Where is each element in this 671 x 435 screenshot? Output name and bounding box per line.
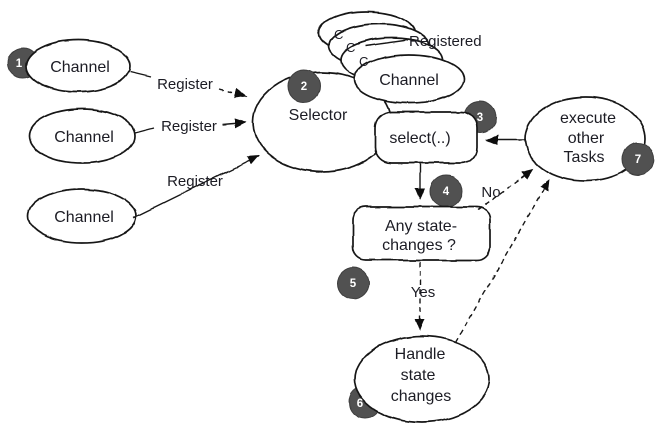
handle-changes-node [354, 335, 490, 423]
channel-2-node [28, 108, 136, 164]
label-layer: Channel Channel Channel Register Registe… [16, 27, 641, 410]
register-1-line [129, 71, 152, 78]
handle-to-execute-arrow [455, 179, 550, 343]
badge-3-number: 3 [477, 112, 483, 124]
register-2-label: Register [161, 118, 217, 135]
state-check-node [352, 206, 491, 261]
badge-4-number: 4 [443, 186, 450, 198]
handle-changes-line3: changes [391, 388, 452, 405]
channel-1-node [25, 39, 131, 93]
yes-label: Yes [411, 284, 435, 301]
execute-tasks-line2: other [568, 130, 605, 147]
badge-6-number: 6 [357, 398, 363, 410]
badge-2-number: 2 [301, 81, 307, 93]
channel-2-label: Channel [54, 129, 114, 146]
stack-partial-c2: C [346, 40, 355, 55]
handle-changes-line1: Handle [395, 346, 446, 363]
selector-label: Selector [289, 107, 348, 124]
registered-pointer-line [364, 39, 409, 47]
badge-5-number: 5 [350, 278, 357, 290]
badge-7-number: 7 [635, 154, 641, 166]
handle-changes-line2: state [401, 367, 436, 384]
state-check-line2: changes ? [382, 237, 456, 254]
register-3-arrow [132, 155, 260, 219]
register-1-label: Register [157, 76, 213, 93]
register-2-arrow [221, 117, 247, 128]
stack-front-label: Channel [379, 72, 439, 89]
no-label: No [481, 184, 500, 201]
registered-stack-ellipse-front [353, 54, 465, 104]
registered-annotation: Registered [409, 33, 482, 50]
state-check-line1: Any state- [385, 218, 457, 235]
register-2-line [134, 127, 155, 134]
execute-tasks-line1: execute [560, 110, 616, 127]
channel-1-label: Channel [50, 59, 110, 76]
stack-partial-c1: C [334, 27, 343, 42]
channel-3-label: Channel [54, 209, 114, 226]
register-3-label: Register [167, 173, 223, 190]
register-1-arrow [218, 88, 247, 99]
no-arrow [477, 168, 534, 211]
select-call-label: select(..) [389, 130, 450, 147]
select-call-node [374, 111, 478, 164]
execute-tasks-line3: Tasks [564, 149, 605, 166]
badge-5-circle [336, 266, 370, 300]
stack-partial-c3: C [359, 54, 368, 69]
badge-7-circle [621, 142, 655, 176]
badge-2-circle [287, 69, 321, 103]
badge-1-number: 1 [16, 58, 23, 70]
execute-tasks-node [524, 96, 646, 182]
